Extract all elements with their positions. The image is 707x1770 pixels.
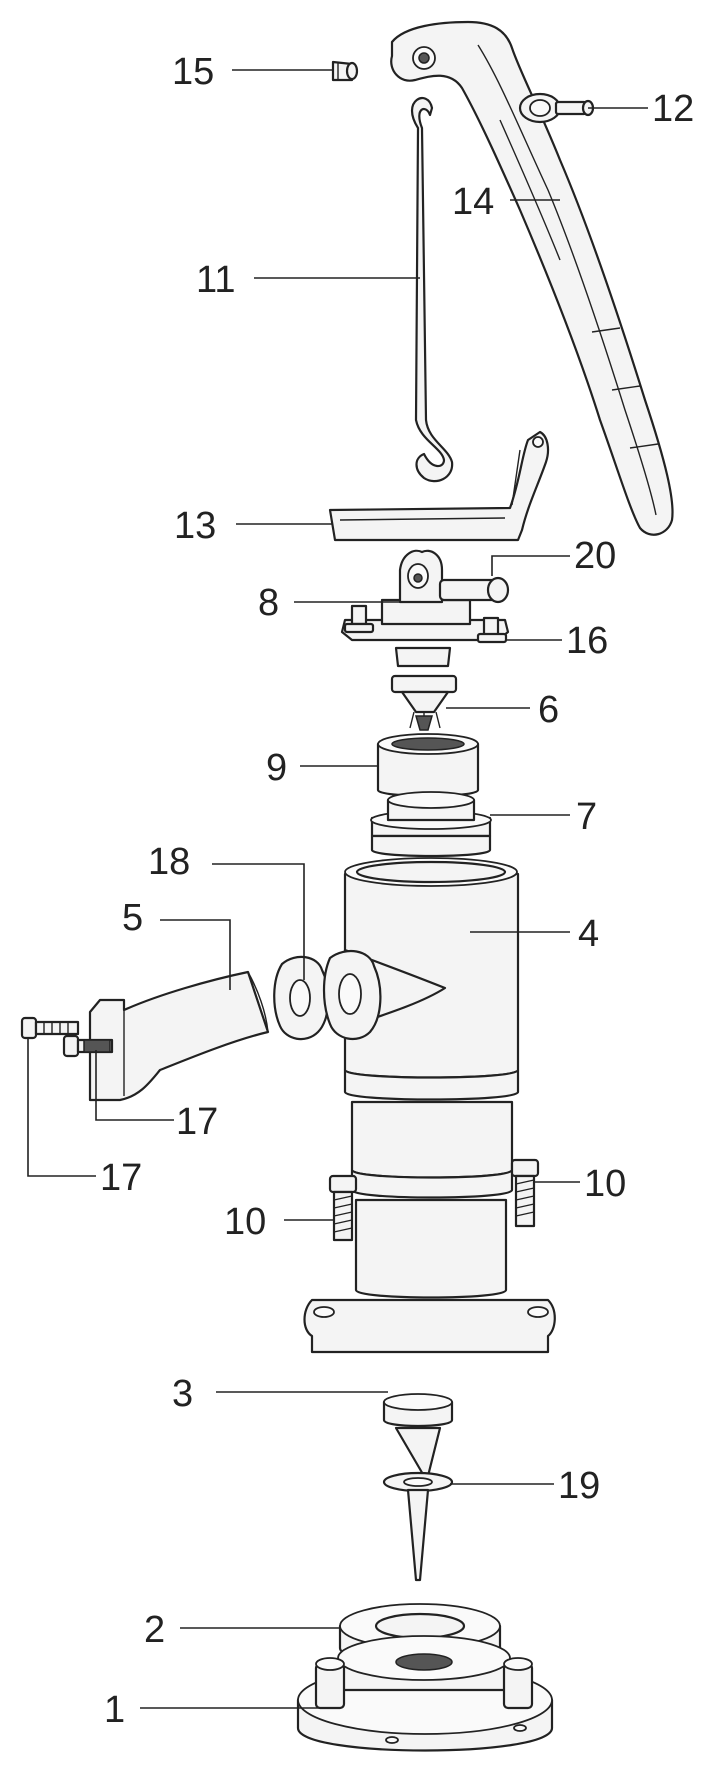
part-6-valve [390,674,458,731]
part-7-seal [370,791,492,858]
part-9-ring [376,733,480,798]
callout-1: 1 [104,1689,125,1731]
part-11-connecting-rod [411,97,454,483]
callout-19: 19 [558,1465,600,1507]
callout-15: 15 [172,51,214,93]
part-20-pin [438,576,510,604]
callout-17-lower: 17 [100,1157,142,1199]
leader-lines [27,69,648,1709]
callout-20: 20 [574,535,616,577]
callout-2: 2 [144,1609,165,1651]
part-1-base [296,1635,554,1752]
callout-13: 13 [174,505,216,547]
callout-3: 3 [172,1373,193,1415]
callout-10-right: 10 [584,1163,626,1205]
part-14-handle [390,20,674,536]
part-17-screws [20,1016,114,1058]
callout-8: 8 [258,582,279,624]
part-8-cap [340,549,510,668]
leader-17b [27,1038,96,1177]
leader-20 [491,555,570,576]
part-13-bracket [328,430,550,542]
leader-5 [160,919,231,990]
part-15-pin [331,60,359,82]
part-5-spout [88,970,270,1102]
leader-17a [95,1050,174,1121]
callout-16: 16 [566,620,608,662]
callout-4: 4 [578,913,599,955]
callout-14: 14 [452,181,494,223]
callout-12: 12 [652,88,694,130]
part-12-pivot-pin [518,92,595,124]
callout-5: 5 [122,897,143,939]
callout-10-left: 10 [224,1201,266,1243]
callout-6: 6 [538,689,559,731]
callout-17-upper: 17 [176,1101,218,1143]
callout-9: 9 [266,747,287,789]
part-19-valve-stem [382,1426,454,1582]
callout-7: 7 [576,796,597,838]
leader-18 [212,863,305,980]
part-16-screws [343,604,508,644]
callout-11: 11 [196,259,235,301]
part-18-gaskets [273,949,382,1041]
part-3-valve-disc [382,1393,454,1428]
callout-18: 18 [148,841,190,883]
callout-labels: 15 12 14 11 13 20 8 16 6 9 7 18 5 4 17 1… [100,51,694,1731]
part-10-bolts [328,1158,540,1242]
